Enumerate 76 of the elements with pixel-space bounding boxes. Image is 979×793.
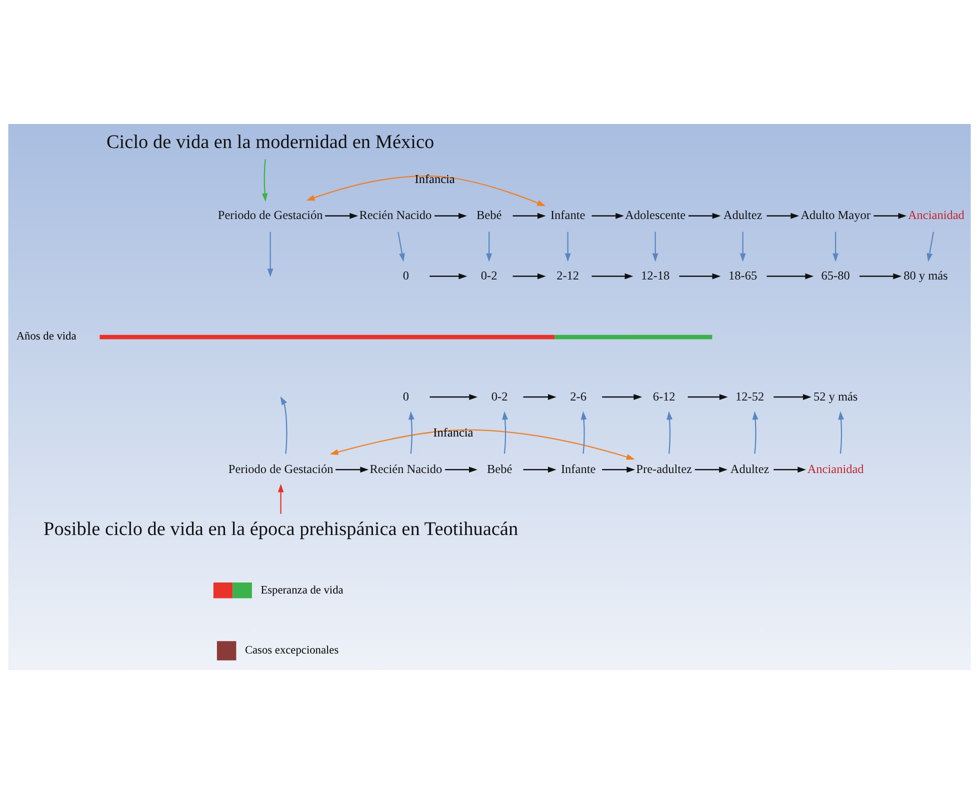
node-text: Periodo de Gestación bbox=[228, 461, 334, 476]
arrow bbox=[408, 410, 414, 454]
arrow bbox=[502, 410, 508, 454]
node-text: 0 bbox=[402, 388, 409, 403]
arrow bbox=[267, 231, 274, 277]
arrow bbox=[430, 272, 468, 279]
arrow bbox=[832, 231, 838, 262]
arrow bbox=[592, 212, 624, 218]
arrow bbox=[666, 410, 672, 454]
node-text: 0 bbox=[402, 268, 409, 282]
arrow bbox=[838, 410, 844, 454]
node-text: Ancianidad bbox=[807, 461, 864, 476]
arrow bbox=[486, 231, 492, 262]
arrow bbox=[766, 212, 800, 218]
node-text: Recién Nacido bbox=[359, 208, 432, 222]
label: Años de vida bbox=[16, 330, 76, 342]
arrow bbox=[330, 428, 635, 460]
node-text: Pre-adultez bbox=[636, 461, 692, 476]
legend-label: Esperanza de vida bbox=[260, 584, 344, 596]
arrow bbox=[306, 175, 546, 206]
arrow bbox=[602, 394, 642, 400]
arrow bbox=[860, 272, 902, 279]
node-text: Adulto Mayor bbox=[800, 208, 870, 222]
node-text: 0-2 bbox=[491, 388, 508, 403]
arrow bbox=[688, 394, 728, 400]
node-text: 52 y más bbox=[813, 388, 858, 403]
arrow bbox=[280, 396, 288, 454]
arrow bbox=[679, 272, 721, 279]
arrow bbox=[652, 231, 658, 262]
arrow bbox=[602, 466, 636, 472]
arrow bbox=[774, 394, 812, 400]
arrow bbox=[336, 466, 369, 472]
node-text: 6-12 bbox=[652, 388, 676, 403]
arrow bbox=[766, 272, 814, 279]
arrow bbox=[592, 272, 634, 279]
node-text: 12-18 bbox=[641, 268, 670, 282]
arrow bbox=[278, 483, 284, 514]
node-text: Ancianidad bbox=[908, 208, 964, 222]
node-text: Posible ciclo de vida en la época prehispánica en Teotihuacán bbox=[44, 518, 518, 540]
arrow bbox=[398, 231, 405, 262]
node-text: 0-2 bbox=[480, 268, 498, 282]
arrow bbox=[523, 466, 556, 472]
node-text: 12-52 bbox=[736, 388, 764, 403]
node-text: Infante bbox=[560, 461, 596, 476]
arrow bbox=[564, 231, 571, 262]
arrow bbox=[752, 410, 758, 454]
node-text: 18-65 bbox=[728, 268, 758, 282]
arrow bbox=[694, 466, 728, 472]
arrow bbox=[512, 272, 546, 279]
node-text: Adultez bbox=[730, 461, 770, 476]
arrow bbox=[926, 231, 934, 262]
node-text: 80 y más bbox=[904, 268, 948, 282]
arrow bbox=[523, 394, 556, 400]
node-text: Adultez bbox=[723, 208, 762, 222]
node-text: Adolescente bbox=[625, 208, 686, 222]
arrow bbox=[430, 394, 478, 400]
node-text: Periodo de Gestación bbox=[218, 208, 323, 222]
arrow bbox=[874, 212, 907, 218]
arrow bbox=[740, 231, 746, 262]
arrow bbox=[688, 212, 721, 218]
node-text: Ciclo de vida en la modernidad en México bbox=[106, 132, 434, 153]
legend-label: Casos excepcionales bbox=[244, 644, 339, 656]
arrow bbox=[580, 410, 587, 454]
node-text: 2-12 bbox=[556, 268, 580, 282]
arrow bbox=[774, 466, 806, 472]
node-text: Bebé bbox=[486, 461, 512, 476]
node-text: Infante bbox=[550, 208, 586, 222]
node-text: Bebé bbox=[476, 208, 502, 222]
arrow bbox=[445, 466, 478, 472]
arrow bbox=[434, 212, 467, 218]
node-text: 65-80 bbox=[821, 268, 850, 282]
node-text: Recién Nacido bbox=[370, 461, 442, 476]
arrow bbox=[325, 212, 358, 218]
arrow bbox=[262, 158, 268, 202]
node-text: 2-6 bbox=[570, 388, 586, 403]
arrow bbox=[512, 212, 546, 218]
